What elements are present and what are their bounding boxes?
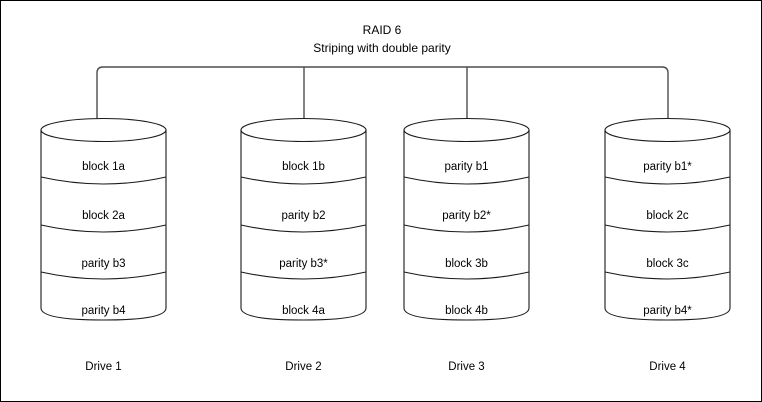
drive-3-segment-1-label: parity b1 bbox=[444, 161, 488, 173]
drive-2-segment-4-label: block 4a bbox=[282, 305, 325, 317]
drive-4-body bbox=[604, 129, 731, 321]
drive-1-divider-2 bbox=[40, 224, 167, 233]
drive-2-segment-2-label: parity b2 bbox=[281, 210, 325, 222]
diagram-title-line2: Striping with double parity bbox=[313, 41, 450, 55]
drive-2-divider-1 bbox=[240, 176, 367, 185]
drive-1[interactable]: block 1a block 2a parity b3 parity b4 Dr… bbox=[40, 117, 167, 374]
drive-1-segment-1-label: block 1a bbox=[82, 161, 125, 173]
drive-1-segment-4-label: parity b4 bbox=[81, 305, 126, 317]
drive-2-top-disc bbox=[240, 117, 367, 143]
drive-3-segment-4-label: block 4b bbox=[445, 305, 488, 317]
drive-1-label: Drive 1 bbox=[85, 361, 121, 373]
drive-4-segment-4-label: parity b4* bbox=[643, 305, 692, 317]
drive-2-divider-3 bbox=[240, 271, 367, 280]
drive-3-segment-2-label: parity b2* bbox=[442, 210, 491, 222]
drive-2-body bbox=[240, 129, 367, 321]
drive-3-divider-1 bbox=[403, 176, 530, 185]
drive-2[interactable]: block 1b parity b2 parity b3* block 4a D… bbox=[240, 117, 367, 374]
drive-4-divider-1 bbox=[604, 176, 731, 185]
drive-1-segment-3-label: parity b3 bbox=[81, 258, 125, 270]
drive-4-segment-1-label: parity b1* bbox=[643, 161, 692, 173]
drive-4-segment-3-label: block 3c bbox=[646, 258, 688, 270]
drive-1-divider-1 bbox=[40, 176, 167, 185]
drive-4-divider-2 bbox=[604, 224, 731, 233]
drive-1-body bbox=[40, 129, 167, 321]
drive-4-top-disc bbox=[604, 117, 731, 143]
drive-3[interactable]: parity b1 parity b2* block 3b block 4b D… bbox=[403, 117, 530, 374]
drive-3-segment-3-label: block 3b bbox=[445, 258, 488, 270]
drive-2-divider-2 bbox=[240, 224, 367, 233]
drive-3-top-disc bbox=[403, 117, 530, 143]
controller-bus bbox=[96, 66, 669, 121]
drive-2-label: Drive 2 bbox=[285, 361, 321, 373]
drive-4-segment-2-label: block 2c bbox=[646, 210, 688, 222]
drive-4[interactable]: parity b1* block 2c block 3c parity b4* … bbox=[604, 117, 731, 374]
drive-4-divider-3 bbox=[604, 271, 731, 280]
drive-2-segment-3-label: parity b3* bbox=[279, 258, 328, 270]
drive-3-body bbox=[403, 129, 530, 321]
drive-3-divider-3 bbox=[403, 271, 530, 280]
drive-1-top-disc bbox=[40, 117, 167, 143]
drive-4-label: Drive 4 bbox=[649, 361, 686, 373]
drive-1-divider-3 bbox=[40, 271, 167, 280]
drive-3-divider-2 bbox=[403, 224, 530, 233]
drive-1-segment-2-label: block 2a bbox=[82, 210, 125, 222]
diagram-title-line1: RAID 6 bbox=[363, 23, 402, 37]
drive-2-segment-1-label: block 1b bbox=[282, 161, 325, 173]
drive-3-label: Drive 3 bbox=[448, 361, 484, 373]
